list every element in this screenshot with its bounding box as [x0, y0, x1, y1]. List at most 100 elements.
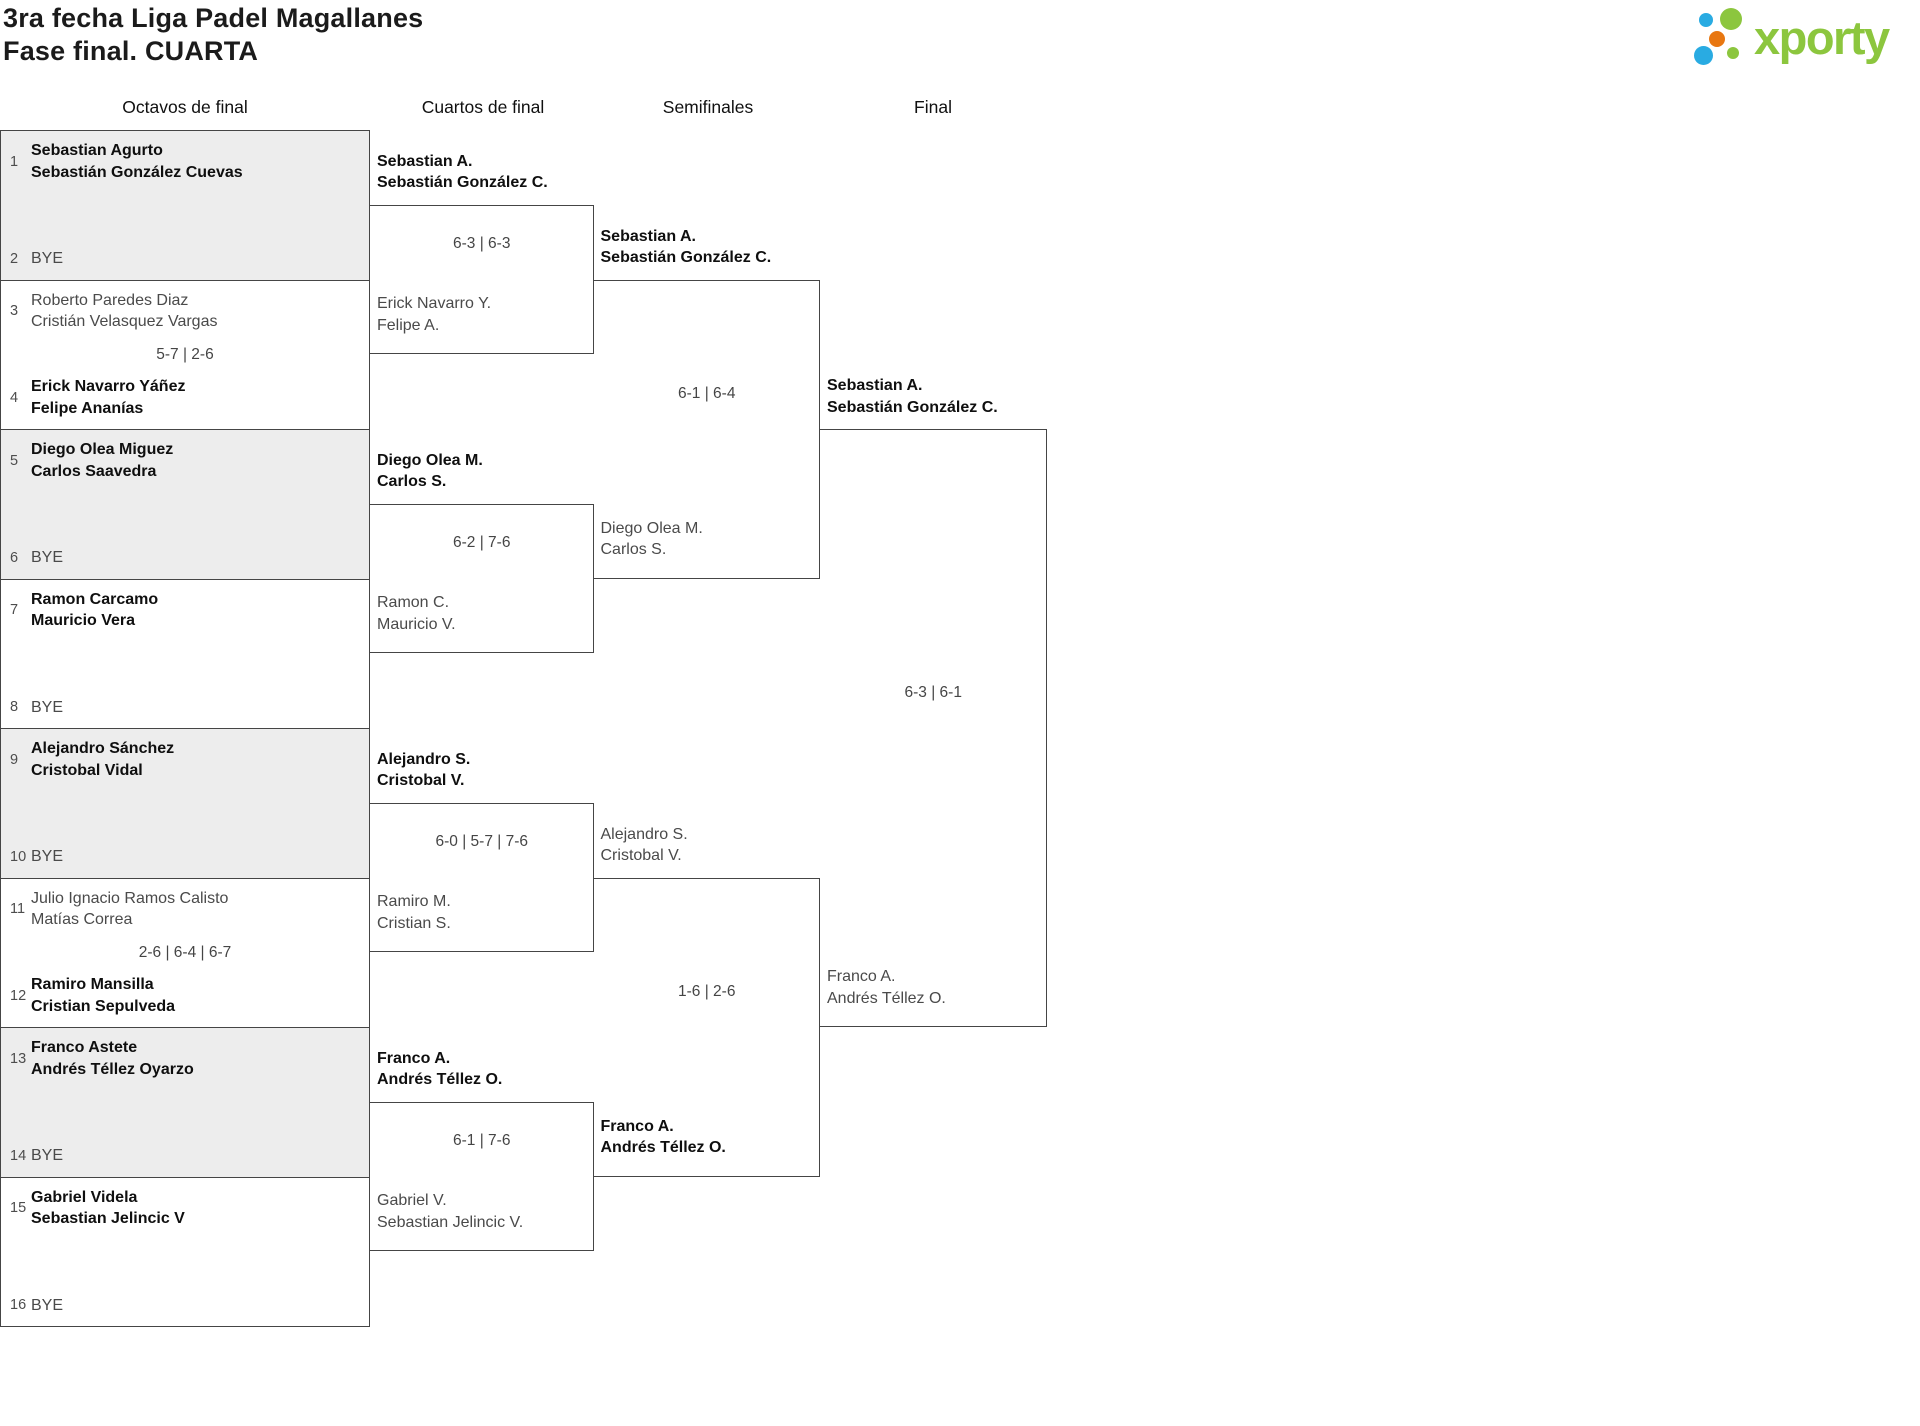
bye-label: BYE	[31, 250, 64, 267]
bye-label: BYE	[31, 1147, 64, 1164]
page-title-line2: Fase final. CUARTA	[3, 36, 259, 66]
logo-dot-icon	[1727, 47, 1739, 59]
cuartos-bottom-team: Erick Navarro Y.Felipe A.	[377, 295, 492, 334]
semifinales-match-1	[593, 279, 820, 579]
seed-number: 10	[10, 848, 27, 865]
semifinales-match-2	[593, 877, 820, 1177]
cuartos-match-2	[370, 503, 594, 654]
seed-number: 4	[10, 389, 19, 406]
seed-number: 9	[10, 751, 19, 768]
bye-entry: 8 BYE	[10, 697, 363, 719]
page-title-line1: 3ra fecha Liga Padel Magallanes	[3, 3, 424, 33]
cuartos-match-1	[370, 204, 594, 355]
logo-dot-icon	[1694, 46, 1713, 65]
seed-number: 11	[10, 901, 26, 917]
final-match-1	[820, 429, 1047, 1027]
semifinales-top-team: Sebastian A.Sebastián González C.	[600, 227, 772, 267]
bye-entry: 2 BYE	[10, 248, 363, 270]
round-header-3: Final	[914, 97, 952, 117]
round-header-2: Semifinales	[662, 97, 754, 117]
seed-number: 5	[10, 452, 19, 469]
seed-number: 1	[10, 153, 19, 170]
seed-number: 2	[10, 250, 19, 267]
match-score: 6-1 | 6-4	[678, 384, 736, 402]
seed-number: 3	[10, 303, 19, 319]
cuartos-match-4	[370, 1101, 594, 1252]
page-title: 3ra fecha Liga Padel Magallanes Fase fin…	[3, 2, 423, 68]
match-score: 6-0 | 5-7 | 7-6	[435, 833, 529, 850]
round-header-0: Octavos de final	[122, 97, 248, 117]
logo-dot-icon	[1699, 13, 1713, 27]
match-score: 6-3 | 6-1	[904, 683, 962, 701]
cuartos-top-team: Diego Olea M.Carlos S.	[377, 451, 483, 491]
seed-number: 7	[10, 602, 19, 618]
bye-label: BYE	[31, 1296, 64, 1314]
match-score: 6-1 | 7-6	[453, 1132, 511, 1149]
match-score: 5-7 | 2-6	[156, 346, 214, 364]
match-score: 6-3 | 6-3	[453, 235, 511, 252]
match-score: 2-6 | 6-4 | 6-7	[138, 944, 232, 962]
final-bottom-team: Franco A.Andrés Téllez O.	[827, 968, 946, 1007]
xporty-logo[interactable]: xporty	[1690, 5, 1918, 79]
bye-label: BYE	[31, 549, 64, 566]
cuartos-top-team: Franco A.Andrés Téllez O.	[377, 1049, 503, 1089]
match-score: 1-6 | 2-6	[678, 982, 736, 1000]
cuartos-match-3	[370, 802, 594, 953]
cuartos-bottom-team: Ramiro M.Cristian S.	[377, 893, 451, 932]
seed-number: 6	[10, 549, 19, 566]
round-header-1: Cuartos de final	[421, 97, 545, 117]
match-score: 6-2 | 7-6	[453, 534, 511, 551]
semifinales-bottom-team: Diego Olea M.Carlos S.	[600, 519, 703, 559]
cuartos-bottom-team: Ramon C.Mauricio V.	[377, 594, 456, 633]
bye-label: BYE	[31, 698, 64, 716]
logo-dot-icon	[1720, 8, 1742, 30]
logo-wordmark: xporty	[1754, 11, 1890, 64]
bye-entry: 6 BYE	[10, 547, 363, 569]
seed-number: 14	[10, 1147, 27, 1164]
logo-dot-icon	[1709, 31, 1725, 47]
final-top-team: Sebastian A.Sebastián González C.	[827, 377, 998, 416]
seed-number: 13	[10, 1050, 27, 1067]
seed-number: 16	[10, 1297, 27, 1314]
bye-label: BYE	[31, 848, 64, 865]
cuartos-top-team: Sebastian A.Sebastián González C.	[377, 152, 548, 192]
semifinales-top-team: Alejandro S.Cristobal V.	[600, 825, 688, 865]
seed-number: 8	[10, 699, 19, 716]
seed-number: 15	[10, 1200, 27, 1216]
semifinales-bottom-team: Franco A.Andrés Téllez O.	[600, 1117, 726, 1157]
cuartos-top-team: Alejandro S.Cristobal V.	[377, 750, 471, 790]
cuartos-bottom-team: Gabriel V.Sebastian Jelincic V.	[377, 1192, 524, 1231]
